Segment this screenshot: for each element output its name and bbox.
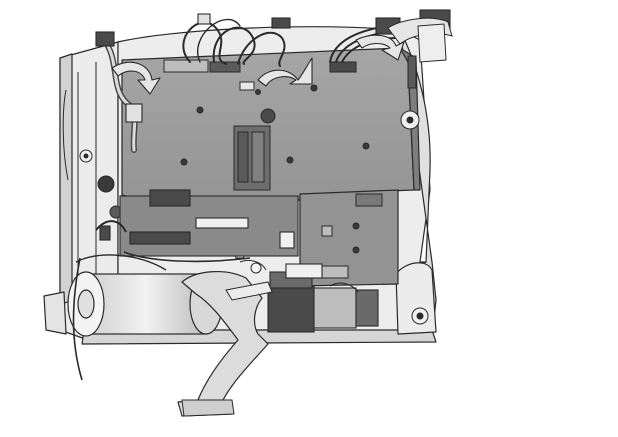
roll-cable xyxy=(72,257,83,381)
ribbon-end xyxy=(181,399,235,417)
top-header-left xyxy=(163,59,209,73)
gear-housing xyxy=(313,287,357,329)
top-cables xyxy=(95,9,451,153)
ribbon-cable-icon xyxy=(417,23,447,63)
motor-block xyxy=(267,285,315,333)
screw-icon xyxy=(411,307,429,325)
routing-arrow-icon xyxy=(355,34,405,61)
screw-icon xyxy=(97,175,115,193)
connector-icon xyxy=(149,189,191,207)
connector-icon xyxy=(125,103,143,123)
screw-icon xyxy=(400,110,420,130)
connector-icon xyxy=(129,231,191,245)
right-header xyxy=(329,61,357,73)
lower-board-chip xyxy=(355,193,383,207)
top-header-mid xyxy=(209,61,241,73)
lower-cable-area xyxy=(95,189,299,263)
routing-arrow-icon xyxy=(257,57,313,87)
center-loop-cables xyxy=(182,21,227,65)
board-lower-plate xyxy=(299,189,399,287)
small-connector xyxy=(239,81,255,91)
connector-icon xyxy=(271,17,291,29)
bottom-mechanism xyxy=(267,263,379,333)
foreground-ribbon-cable xyxy=(177,271,269,417)
routing-arrow-icon xyxy=(111,61,161,95)
board-components xyxy=(163,55,417,279)
connector-icon xyxy=(279,231,295,249)
connector-icon xyxy=(197,13,211,25)
capacitor xyxy=(260,108,276,124)
connector-icon xyxy=(195,217,249,229)
ribbon-fold xyxy=(225,281,273,301)
screw-icon xyxy=(79,149,93,163)
left-foot xyxy=(43,291,67,335)
connector-icon xyxy=(95,31,115,47)
vertical-header xyxy=(407,55,417,89)
